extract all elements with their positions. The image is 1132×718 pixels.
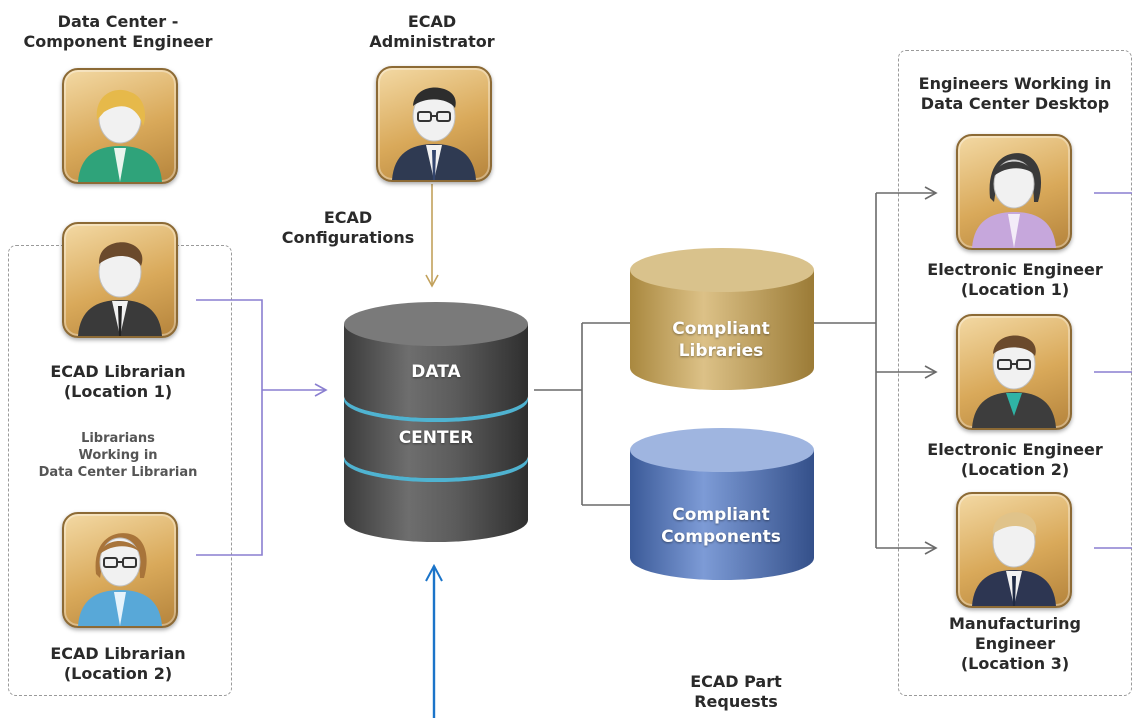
data-center-line1: DATA	[411, 362, 461, 382]
compliant-libraries-database	[630, 248, 814, 390]
person-female-dark-hair-icon	[972, 153, 1056, 248]
component-engineer-label: Data Center - Component Engineer	[20, 12, 216, 52]
engineer1-label: Electronic Engineer (Location 1)	[906, 260, 1124, 300]
engineer2-line2: (Location 2)	[960, 460, 1070, 479]
compliant-components-line2: Components	[661, 527, 781, 547]
part-requests-label: ECAD Part Requests	[656, 672, 816, 712]
component-engineer-line2: Component Engineer	[23, 32, 213, 51]
engineer3-label: Manufacturing Engineer (Location 3)	[906, 614, 1124, 674]
librarians-group-line2: Working in	[78, 448, 158, 463]
data-center-line2: CENTER	[398, 428, 474, 448]
person-male-blonde-icon	[972, 512, 1056, 606]
librarian2-label: ECAD Librarian (Location 2)	[20, 644, 216, 684]
engineers-group-line2: Data Center Desktop	[920, 94, 1110, 113]
engineer3-avatar	[956, 492, 1072, 608]
part-requests-line1: ECAD Part	[690, 672, 782, 691]
compliant-libraries-line1: Compliant	[672, 319, 770, 339]
compliant-libraries-line2: Libraries	[678, 341, 764, 361]
ecad-admin-line1: ECAD	[407, 12, 457, 31]
librarians-group-line3: Data Center Librarian	[38, 465, 198, 480]
part-requests-line2: Requests	[694, 692, 778, 711]
data-center-label-2: CENTER	[386, 428, 486, 448]
librarians-group-label: Librarians Working in Data Center Librar…	[20, 430, 216, 481]
engineer2-avatar	[956, 314, 1072, 430]
person-male-brown-hair-icon	[78, 242, 162, 336]
librarian1-label: ECAD Librarian (Location 1)	[20, 362, 216, 402]
engineer1-line2: (Location 1)	[960, 280, 1070, 299]
data-center-database	[344, 302, 528, 542]
engineer1-avatar	[956, 134, 1072, 250]
compliant-components-database	[630, 428, 814, 580]
librarian2-avatar	[62, 512, 178, 628]
librarians-group-line1: Librarians	[81, 431, 155, 446]
ecad-config-line1: ECAD	[323, 208, 373, 227]
person-female-glasses-icon	[78, 533, 162, 626]
ecad-admin-label: ECAD Administrator	[352, 12, 512, 52]
librarian1-line1: ECAD Librarian	[50, 362, 186, 381]
librarian1-connector	[196, 299, 263, 556]
data-center-label: DATA	[386, 362, 486, 382]
ecad-admin-line2: Administrator	[369, 32, 495, 51]
component-engineer-line1: Data Center -	[57, 12, 179, 31]
engineers-group-line1: Engineers Working in	[918, 74, 1112, 93]
person-female-blonde-icon	[78, 89, 162, 182]
engineers-group-label: Engineers Working in Data Center Desktop	[906, 74, 1124, 114]
compliant-libraries-label: Compliant Libraries	[646, 318, 796, 362]
librarian1-line2: (Location 1)	[63, 382, 173, 401]
ecad-configurations-label: ECAD Configurations	[280, 208, 416, 248]
ecad-admin-avatar	[376, 66, 492, 182]
engineer3-line1: Manufacturing	[949, 614, 1081, 633]
librarian1-avatar	[62, 222, 178, 338]
compliant-components-label: Compliant Components	[646, 504, 796, 548]
engineer1-line1: Electronic Engineer	[927, 260, 1103, 279]
librarian2-line2: (Location 2)	[63, 664, 173, 683]
engineer2-line1: Electronic Engineer	[927, 440, 1103, 459]
librarian2-line1: ECAD Librarian	[50, 644, 186, 663]
person-male-glasses-icon	[392, 87, 476, 180]
ecad-config-line2: Configurations	[281, 228, 415, 247]
compliant-components-line1: Compliant	[672, 505, 770, 525]
component-engineer-avatar	[62, 68, 178, 184]
engineer3-line3: (Location 3)	[960, 654, 1070, 673]
person-male-glasses-icon	[972, 335, 1056, 428]
engineer3-line2: Engineer	[974, 634, 1056, 653]
engineer2-label: Electronic Engineer (Location 2)	[906, 440, 1124, 480]
